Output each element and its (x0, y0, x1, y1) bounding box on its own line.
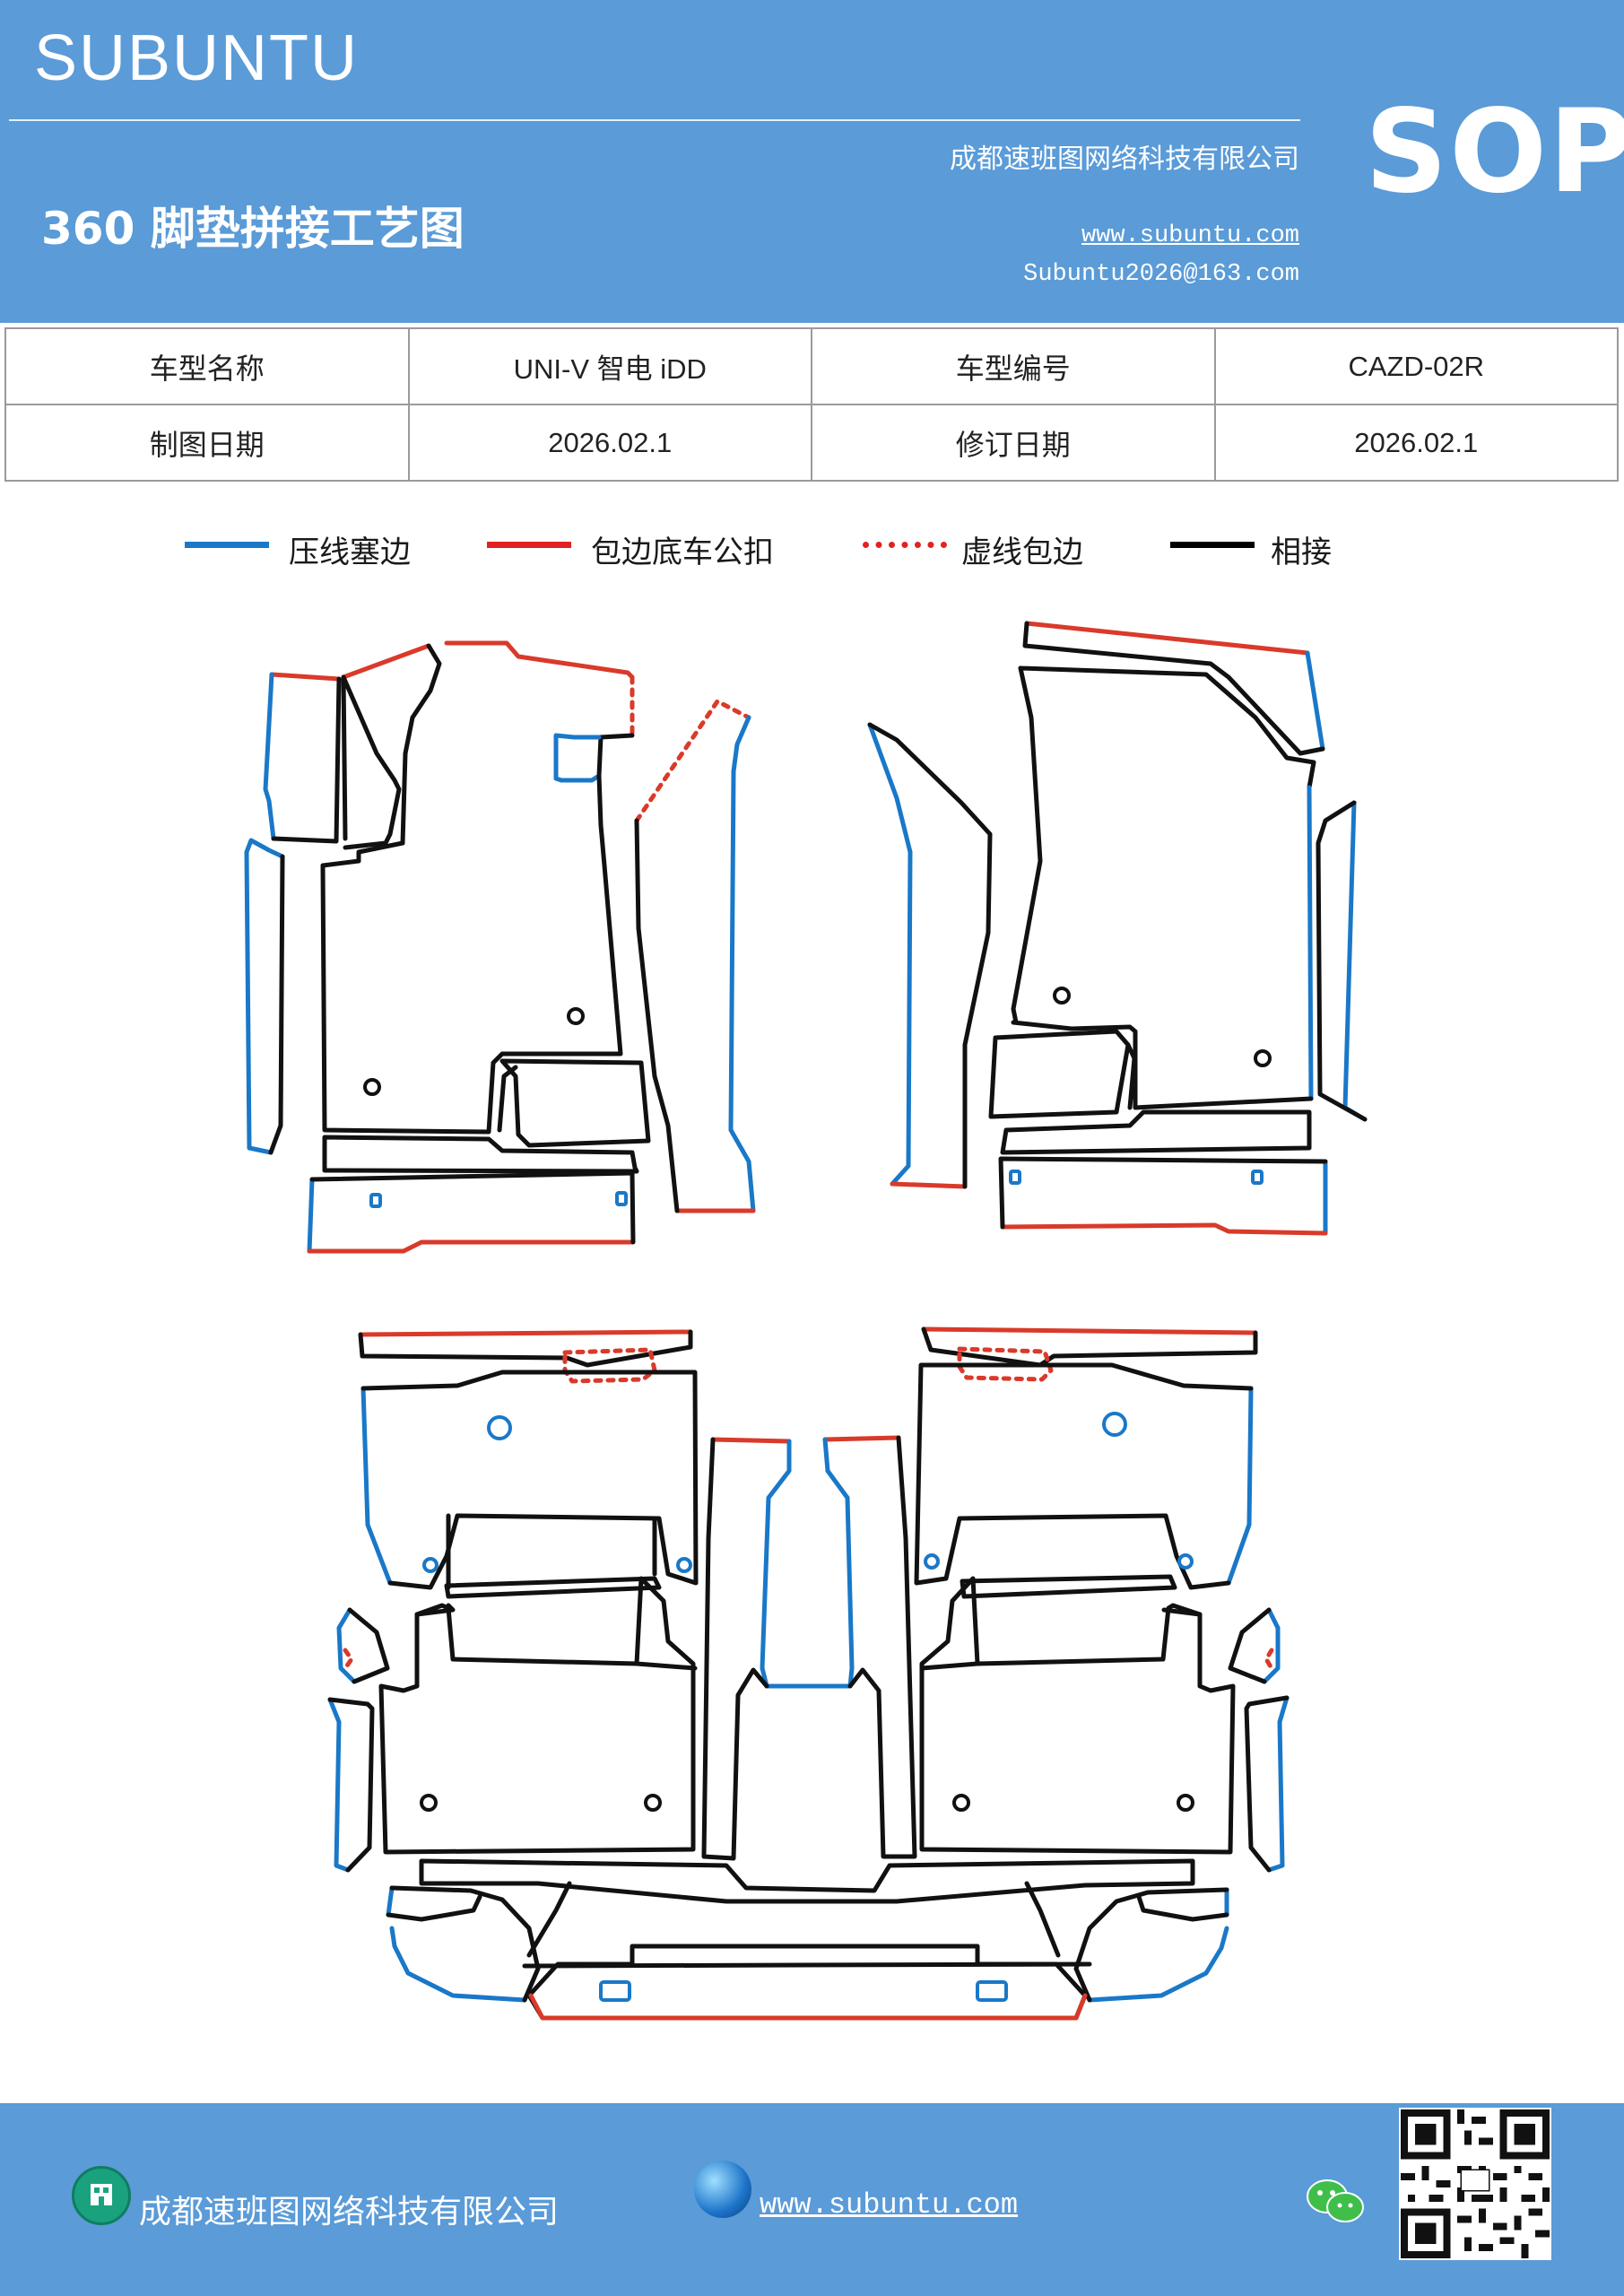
footer-company-name: 成都速班图网络科技有限公司 (139, 2194, 560, 2231)
legend-swatch-blue (185, 542, 269, 548)
front-right-mat-group (867, 621, 1368, 1236)
website-link[interactable]: www.subuntu.com (1081, 222, 1299, 249)
legend-label: 相接 (1271, 535, 1332, 570)
building-icon (72, 2166, 131, 2225)
footer-banner: 成都速班图网络科技有限公司 www.subuntu.com (0, 2103, 1624, 2296)
vehicle-info-table: 车型名称 UNI-V 智电 iDD 车型编号 CAZD-02R 制图日期 202… (4, 327, 1619, 482)
legend-swatch-red (487, 542, 571, 548)
legend-label: 虚线包边 (961, 535, 1083, 570)
header-banner: SUBUNTU 成都速班图网络科技有限公司 SOP 360 脚垫拼接工艺图 ww… (0, 0, 1624, 323)
draw-date-value: 2026.02.1 (407, 404, 812, 482)
footer-website-link[interactable]: www.subuntu.com (760, 2188, 1019, 2222)
rear-mat-group (327, 1326, 1290, 2021)
table-row: 车型名称 UNI-V 智电 iDD 车型编号 CAZD-02R (4, 327, 1619, 405)
model-code-label: 车型编号 (811, 327, 1216, 405)
revision-date-label: 修订日期 (811, 404, 1216, 482)
legend-swatch-red-dotted (863, 542, 947, 548)
qr-code[interactable] (1399, 2108, 1551, 2260)
model-code-value: CAZD-02R (1213, 327, 1619, 405)
model-name-label: 车型名称 (4, 327, 410, 405)
wechat-icon[interactable] (1304, 2175, 1367, 2229)
model-name-value: UNI-V 智电 iDD (407, 327, 812, 405)
globe-icon (694, 2161, 751, 2218)
legend-label: 压线塞边 (289, 535, 411, 570)
document-title: 360 脚垫拼接工艺图 (41, 203, 465, 255)
front-left-mat-group (244, 640, 756, 1254)
company-name: 成都速班图网络科技有限公司 (950, 144, 1299, 175)
table-row: 制图日期 2026.02.1 修订日期 2026.02.1 (4, 404, 1619, 482)
line-legend: 压线塞边 包边底车公扣 虚线包边 相接 (0, 522, 1624, 576)
sop-label: SOP (1365, 85, 1624, 219)
header-divider (9, 119, 1300, 121)
email-address[interactable]: Subuntu2026@163.com (1023, 261, 1299, 288)
legend-label: 包边底车公扣 (591, 535, 774, 570)
floor-mat-diagram: .b { stroke: #1a78c8; stroke-width: 5; f… (0, 592, 1624, 2063)
revision-date-value: 2026.02.1 (1213, 404, 1619, 482)
legend-swatch-black (1170, 542, 1255, 548)
draw-date-label: 制图日期 (4, 404, 410, 482)
brand-logo-text: SUBUNTU (34, 22, 360, 94)
